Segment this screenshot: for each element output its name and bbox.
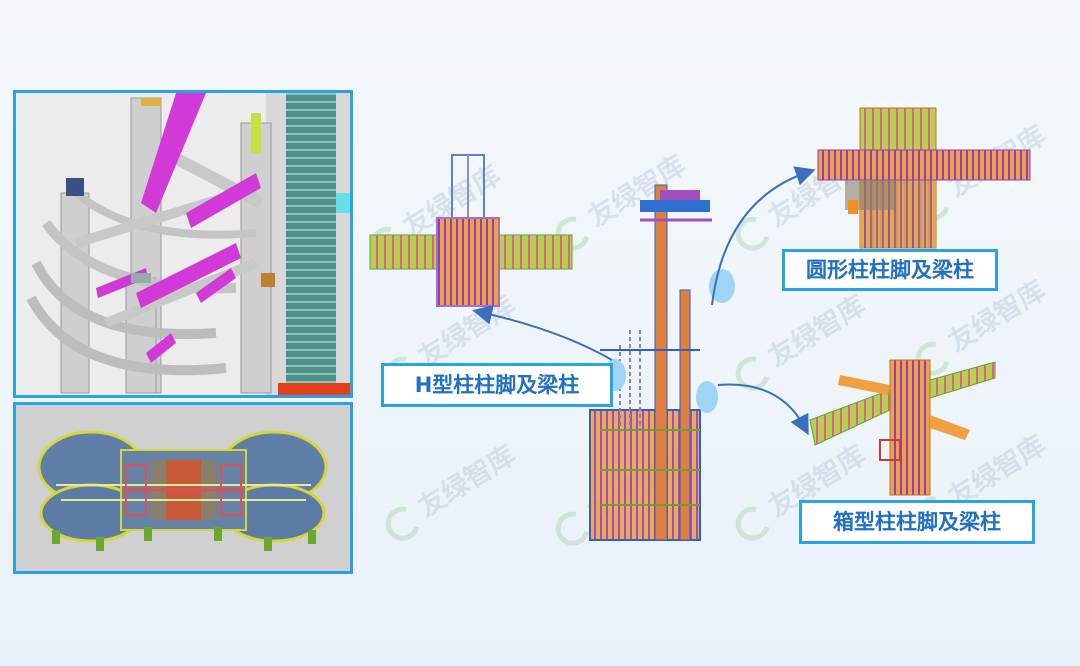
- round-column-foot-model: [817, 107, 1031, 249]
- structure-3d-illustration: [16, 93, 350, 395]
- central-tower-model: [589, 184, 712, 541]
- callout-bubble: [709, 269, 735, 303]
- round-column-label: 圆形柱柱脚及梁柱: [782, 249, 998, 291]
- callout-bubble: [696, 381, 718, 413]
- h-column-label: H型柱柱脚及梁柱: [381, 363, 613, 407]
- structure-3d-view: [13, 90, 353, 398]
- floor-plan-view: [13, 402, 353, 574]
- arrow-to-h-column: [472, 304, 613, 361]
- floor-plan-illustration: [16, 405, 350, 571]
- box-column-foot-model: [809, 359, 996, 496]
- arrow-to-box-column: [717, 383, 809, 436]
- arrow-to-round-column: [711, 166, 816, 306]
- h-column-foot-model: [369, 154, 573, 307]
- box-column-label: 箱型柱柱脚及梁柱: [799, 500, 1035, 544]
